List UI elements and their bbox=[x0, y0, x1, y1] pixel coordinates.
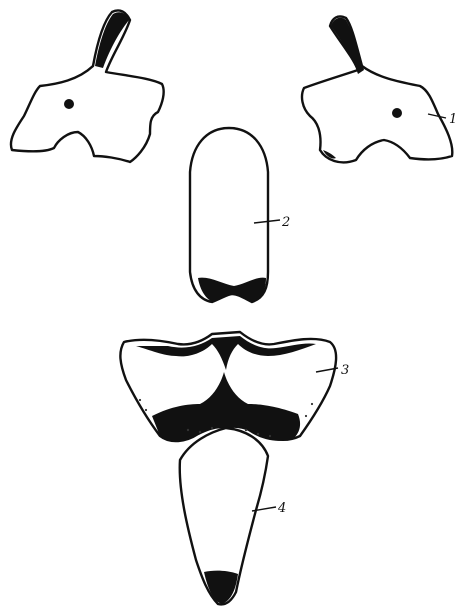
stipple-dot bbox=[199, 431, 201, 433]
lateral-plate-left-outline bbox=[11, 10, 164, 162]
stipple-dot bbox=[305, 415, 307, 417]
stipple-dot bbox=[311, 403, 313, 405]
lateral-plate-left bbox=[11, 10, 164, 162]
lateral-plate-left-dot bbox=[64, 99, 74, 109]
stipple-dot bbox=[187, 429, 189, 431]
stipple-dot bbox=[245, 429, 247, 431]
label-2: 2 bbox=[281, 215, 290, 230]
tapered-plate: 4 bbox=[180, 428, 287, 604]
winged-plate: 3 bbox=[120, 332, 349, 441]
elongated-plate-outline bbox=[190, 128, 268, 302]
lateral-plate-right: 1 bbox=[302, 16, 457, 162]
lateral-plate-right-outline bbox=[302, 16, 452, 162]
stipple-dot bbox=[257, 433, 259, 435]
stipple-dot bbox=[211, 427, 213, 429]
stipple-dot bbox=[139, 399, 141, 401]
stipple-dot bbox=[145, 409, 147, 411]
lateral-plate-right-horn bbox=[331, 18, 364, 74]
elongated-plate: 2 bbox=[190, 128, 290, 302]
label-4: 4 bbox=[277, 501, 286, 516]
label-1: 1 bbox=[449, 112, 457, 127]
label-3: 3 bbox=[341, 363, 349, 378]
lateral-plate-right-dot bbox=[392, 108, 402, 118]
stipple-dot bbox=[269, 435, 271, 437]
